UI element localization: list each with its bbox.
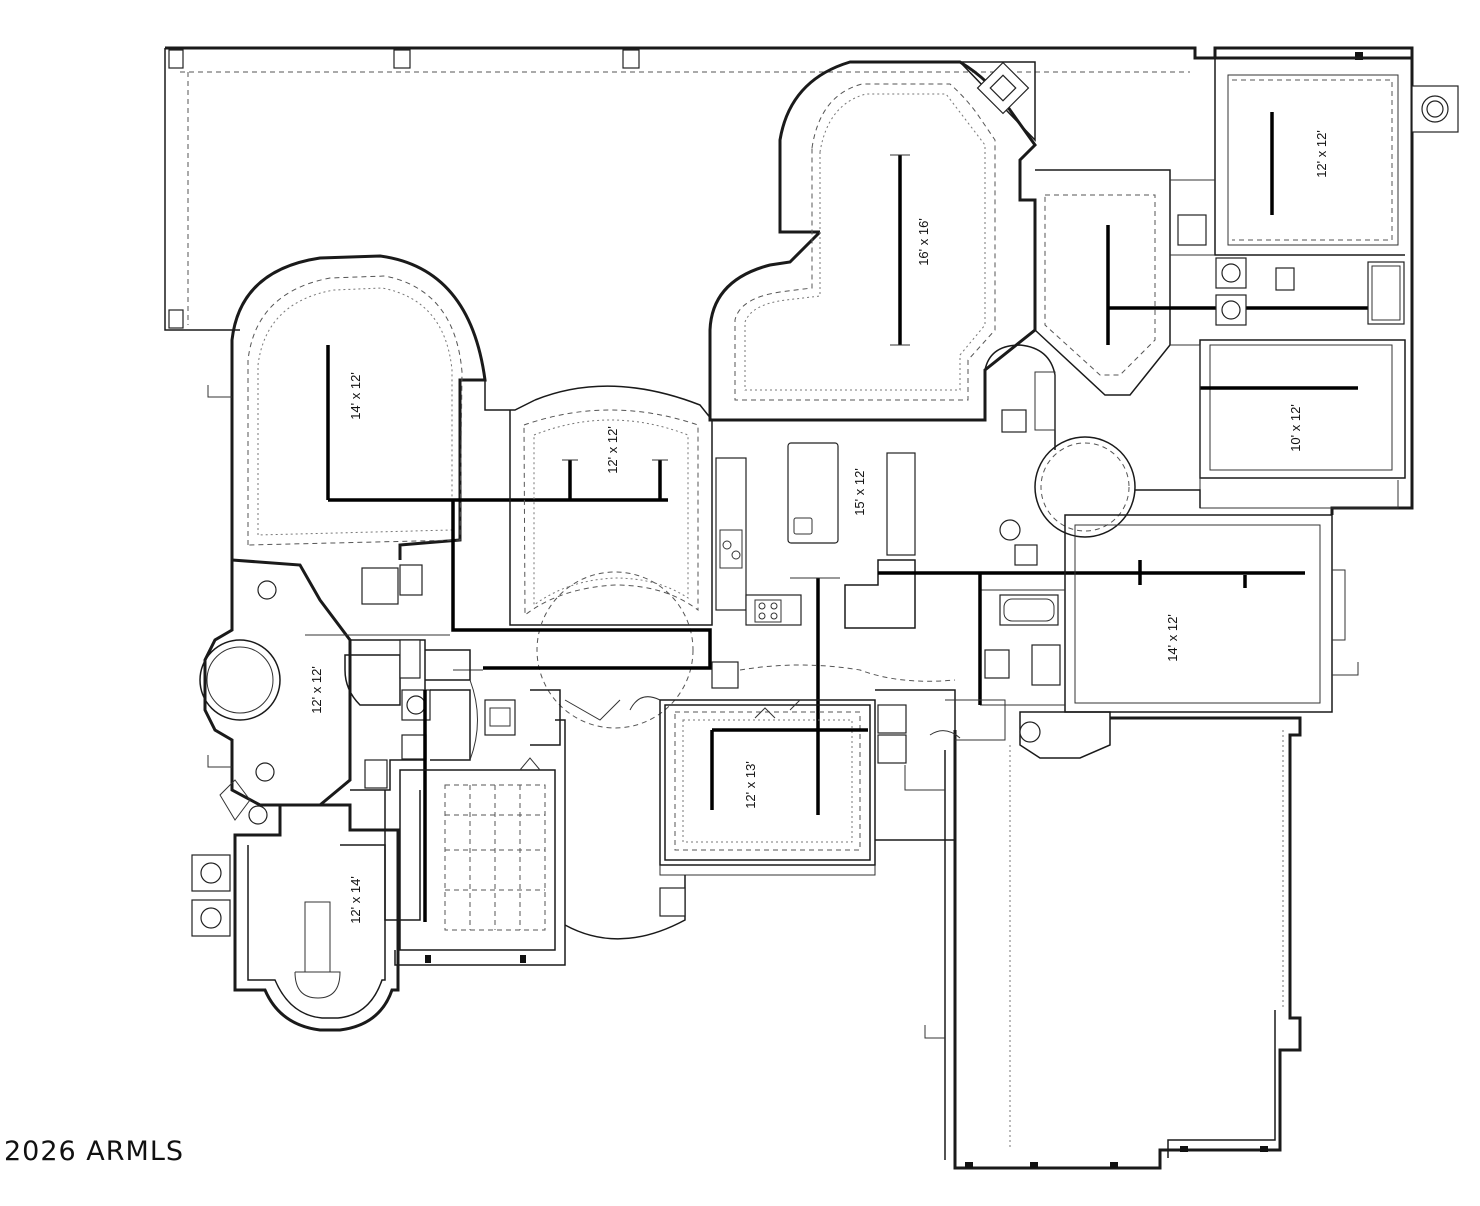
great-room bbox=[708, 60, 1037, 422]
room-label-bedroom-e: 10' x 12' bbox=[1288, 404, 1303, 452]
room-label-bedroom-w: 12' x 12' bbox=[309, 666, 324, 714]
entry bbox=[484, 661, 956, 746]
room-label-great-room: 16' x 16' bbox=[916, 218, 931, 266]
bedroom-ne bbox=[1214, 56, 1459, 515]
room-label-dining-round: 14' x 12' bbox=[348, 372, 363, 420]
nook bbox=[509, 385, 713, 729]
fireplace bbox=[958, 61, 1036, 142]
office bbox=[564, 699, 876, 940]
garage bbox=[924, 716, 1302, 1170]
dining-round bbox=[207, 254, 668, 560]
room-label-bedroom-ne: 12' x 12' bbox=[1314, 130, 1329, 178]
room-labels: 16' x 16' 12' x 12' 10' x 12' 14' x 12' … bbox=[309, 130, 1329, 924]
bedroom-w bbox=[199, 500, 712, 807]
room-label-office: 12' x 13' bbox=[743, 761, 758, 809]
laundry bbox=[875, 689, 1006, 841]
room-label-bedroom-se: 14' x 12' bbox=[1165, 614, 1180, 662]
kitchen bbox=[715, 442, 1305, 815]
bedroom-se bbox=[978, 514, 1359, 759]
round-foyer bbox=[984, 344, 1201, 538]
den-sw bbox=[191, 779, 400, 1032]
master-bath bbox=[1034, 169, 1405, 396]
room-label-nook: 12' x 12' bbox=[605, 426, 620, 474]
room-label-kitchen: 15' x 12' bbox=[852, 468, 867, 516]
room-label-den-sw: 12' x 14' bbox=[348, 876, 363, 924]
bath-mid-left bbox=[344, 639, 478, 922]
copyright-watermark: 2026 ARMLS bbox=[4, 1136, 185, 1167]
